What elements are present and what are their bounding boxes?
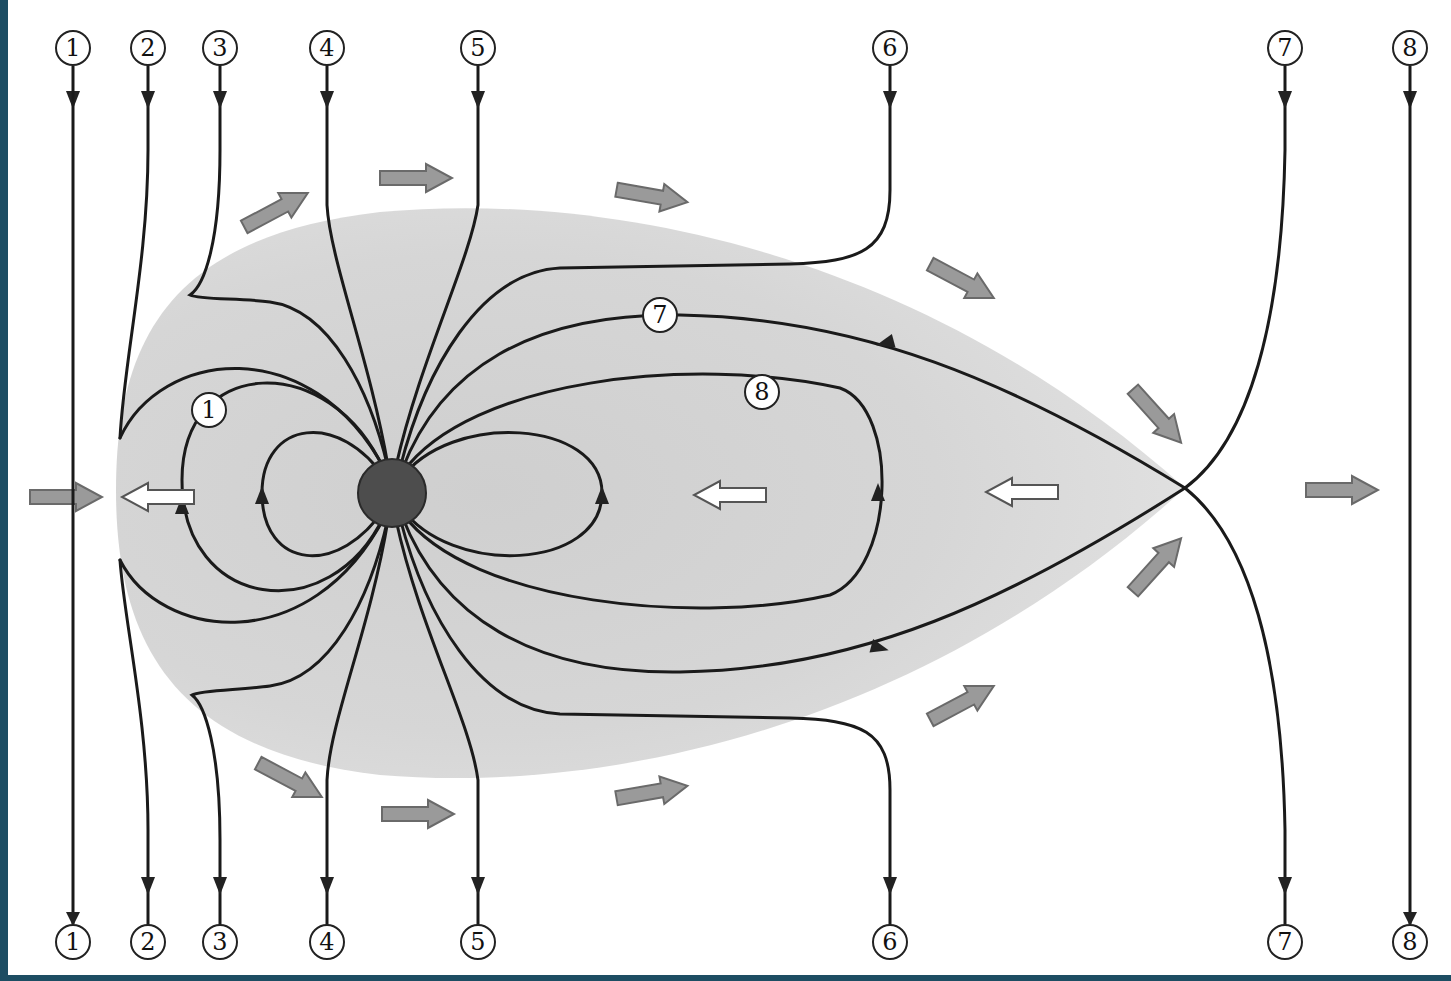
callout-circle: 6 bbox=[872, 924, 908, 960]
callout-circle: 2 bbox=[130, 924, 166, 960]
callout-number: 1 bbox=[201, 398, 216, 422]
callout-number: 5 bbox=[470, 930, 485, 954]
callout-number: 8 bbox=[1402, 930, 1417, 954]
callout-circle: 1 bbox=[191, 392, 227, 428]
callout-circle: 4 bbox=[309, 924, 345, 960]
callout-circle: 7 bbox=[1267, 30, 1303, 66]
callout-circle: 4 bbox=[309, 30, 345, 66]
callout-circle: 2 bbox=[130, 30, 166, 66]
callout-circle: 8 bbox=[1392, 30, 1428, 66]
callout-circle: 7 bbox=[642, 297, 678, 333]
callout-number: 3 bbox=[212, 36, 227, 60]
callout-number: 8 bbox=[1402, 36, 1417, 60]
callout-circle: 6 bbox=[872, 30, 908, 66]
callout-number: 2 bbox=[140, 930, 155, 954]
callout-circle: 5 bbox=[460, 924, 496, 960]
callout-number: 5 bbox=[470, 36, 485, 60]
callout-circle: 3 bbox=[202, 924, 238, 960]
callout-number: 7 bbox=[1277, 36, 1292, 60]
callout-number: 7 bbox=[652, 303, 667, 327]
callout-number: 8 bbox=[754, 380, 769, 404]
callout-circle: 7 bbox=[1267, 924, 1303, 960]
callout-number: 3 bbox=[212, 930, 227, 954]
callout-circle: 8 bbox=[1392, 924, 1428, 960]
callout-circle: 5 bbox=[460, 30, 496, 66]
callout-number: 1 bbox=[65, 36, 80, 60]
callout-number: 6 bbox=[882, 930, 897, 954]
callout-number: 6 bbox=[882, 36, 897, 60]
field-line bbox=[1409, 66, 1412, 924]
callout-number: 2 bbox=[140, 36, 155, 60]
callout-circle: 1 bbox=[55, 924, 91, 960]
callout-number: 7 bbox=[1277, 930, 1292, 954]
callout-circle: 8 bbox=[744, 374, 780, 410]
callout-number: 4 bbox=[319, 36, 334, 60]
callout-number: 1 bbox=[65, 930, 80, 954]
callout-circle: 1 bbox=[55, 30, 91, 66]
field-line bbox=[72, 66, 75, 924]
callout-number: 4 bbox=[319, 930, 334, 954]
callout-circle: 3 bbox=[202, 30, 238, 66]
